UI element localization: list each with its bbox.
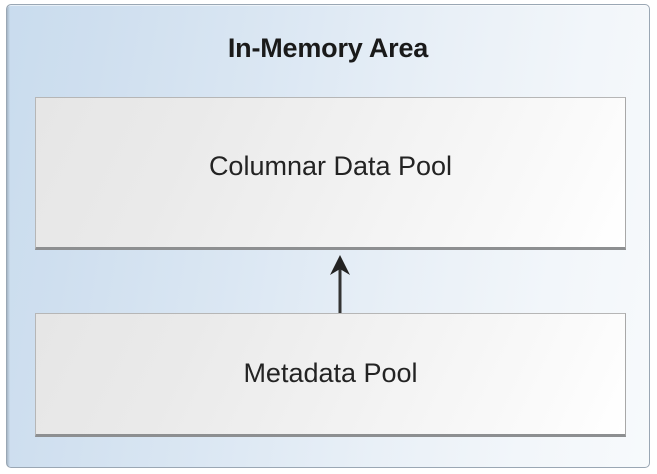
columnar-data-pool-label: Columnar Data Pool — [208, 151, 453, 181]
metadata-pool-box[interactable]: Metadata Pool — [35, 313, 626, 437]
columnar-data-pool-box[interactable]: Columnar Data Pool — [35, 97, 626, 250]
in-memory-area-container: In-Memory Area Columnar Data Pool Metada… — [6, 4, 650, 468]
metadata-to-columnar-arrow — [320, 251, 360, 319]
metadata-pool-label: Metadata Pool — [243, 358, 418, 388]
up-arrow-icon — [330, 255, 350, 319]
in-memory-area-title: In-Memory Area — [227, 33, 429, 63]
